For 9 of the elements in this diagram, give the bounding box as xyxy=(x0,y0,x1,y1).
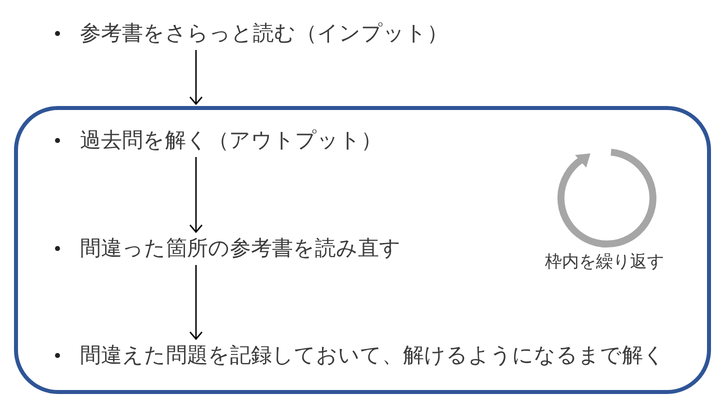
step-text: 過去問を解く（アウトプット） xyxy=(80,126,382,154)
repeat-note: 枠内を繰り返す xyxy=(545,251,664,273)
arrow xyxy=(189,157,203,233)
step-text: 参考書をさらっと読む（インプット） xyxy=(80,19,448,47)
rounded-frame xyxy=(14,106,711,394)
step-text: 間違った箇所の参考書を読み直す xyxy=(80,234,401,262)
arrow xyxy=(189,265,203,340)
step-text: 間違えた問題を記録しておいて、解けるようになるまで解く xyxy=(80,341,665,369)
arrow xyxy=(189,50,203,105)
